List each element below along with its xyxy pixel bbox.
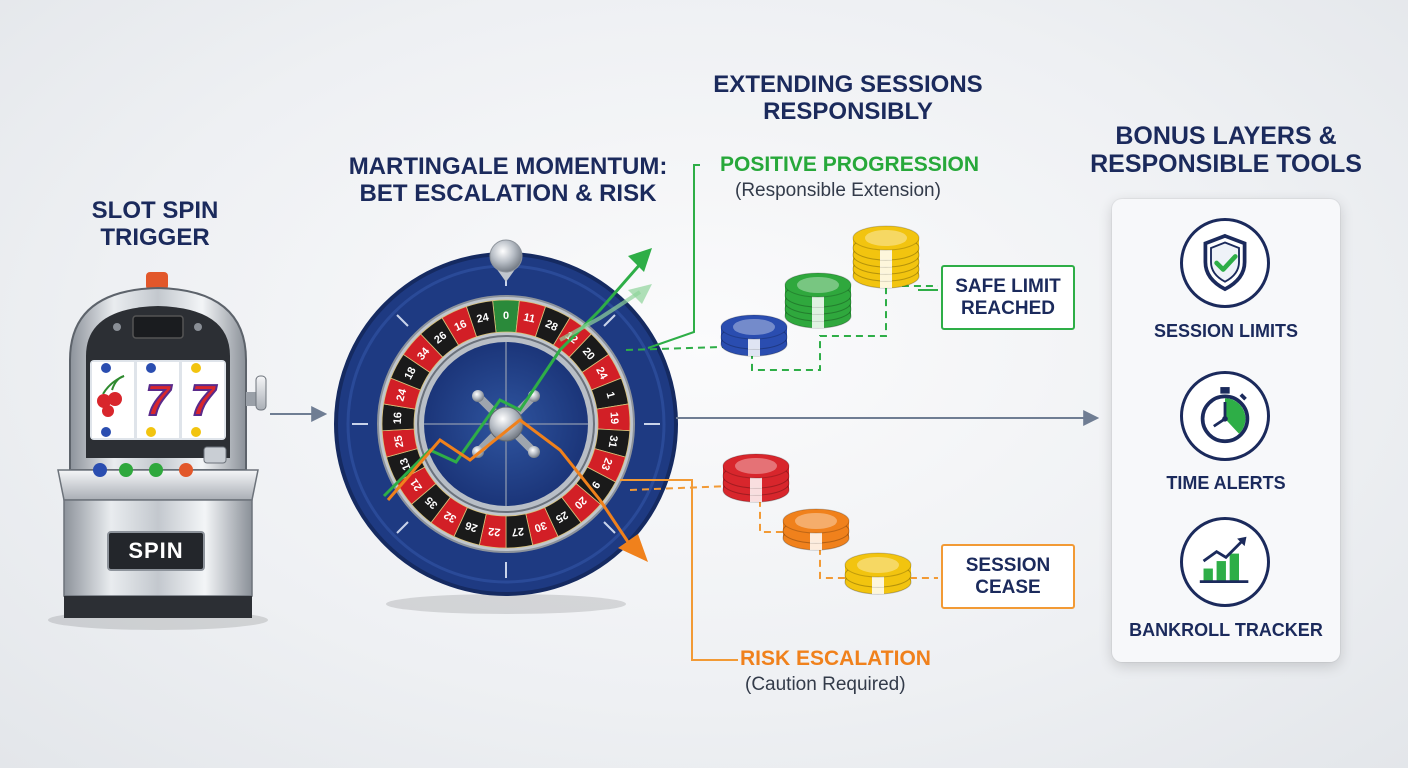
roulette-number: 18 [402, 365, 418, 381]
svg-text:7: 7 [146, 376, 173, 425]
positive-branch-connectors [625, 164, 938, 371]
roulette-pockets [381, 299, 631, 549]
roulette-number: 9 [589, 479, 602, 491]
spin-button-shape[interactable] [107, 531, 205, 571]
roulette-number: 25 [393, 434, 407, 448]
roulette-number: 16 [392, 412, 405, 425]
svg-text:7: 7 [191, 376, 218, 425]
roulette-number: 23 [598, 456, 614, 472]
roulette-number: 25 [553, 508, 570, 525]
bonus-layers-heading: BONUS LAYERS & RESPONSIBLE TOOLS [1090, 122, 1362, 178]
roulette-number: 22 [488, 525, 501, 538]
tool-label-session-limits: SESSION LIMITS [1153, 321, 1299, 341]
bar-chart-up-icon [1180, 517, 1270, 607]
roulette-number: 13 [398, 456, 414, 472]
chip-stacks-positive [720, 225, 920, 357]
tool-label-time-alerts: TIME ALERTS [1166, 473, 1286, 493]
cherry-icon [97, 375, 125, 417]
chip-stacks-risk [722, 453, 912, 595]
seven-icon: 7 [145, 375, 174, 426]
momentum-arrows [382, 248, 652, 562]
martingale-heading: MARTINGALE MOMENTUM: BET ESCALATION & RI… [348, 153, 668, 207]
roulette-number: 31 [606, 434, 620, 448]
chip-stack [782, 508, 850, 551]
chip-stack [784, 272, 852, 329]
shield-check-icon [1180, 218, 1270, 308]
chip-stack [722, 453, 790, 503]
roulette-number: 16 [453, 318, 469, 334]
chip-stack [720, 314, 788, 357]
roulette-number: 27 [511, 525, 524, 538]
slot-spin-heading: SLOT SPIN TRIGGER [91, 197, 219, 251]
positive-progression-subtitle: (Responsible Extension) [735, 180, 941, 201]
risk-escalation-subtitle: (Caution Required) [745, 674, 906, 695]
roulette-number: 30 [533, 519, 548, 534]
roulette-ball [489, 239, 523, 282]
roulette-number: 28 [543, 318, 559, 334]
extending-sessions-heading: EXTENDING SESSIONS RESPONSIBLY [713, 71, 983, 125]
safe-limit-box: SAFE LIMIT REACHED [941, 265, 1075, 330]
tool-label-bankroll-tracker: BANKROLL TRACKER [1129, 620, 1323, 640]
positive-progression-title: POSITIVE PROGRESSION [720, 153, 980, 176]
chip-stack [852, 225, 920, 289]
seven-icon: 7 [190, 375, 219, 426]
roulette-number: 19 [608, 412, 621, 425]
roulette-number: 32 [442, 508, 459, 525]
roulette-pocket [465, 300, 497, 338]
roulette-number: 0 [503, 310, 509, 322]
roulette-number: 11 [522, 311, 536, 325]
roulette-number: 1 [603, 391, 616, 400]
session-cease-box: SESSION CEASE [941, 544, 1075, 609]
slot-machine: 7 7 [48, 272, 268, 630]
roulette-number: 21 [408, 476, 425, 493]
stopwatch-icon [1180, 371, 1270, 461]
responsible-tools-panel: SESSION LIMITS TIME ALERTS BANKROLL TRAC… [1112, 199, 1340, 662]
roulette-number: 24 [395, 387, 410, 403]
spin-button-label[interactable]: SPIN [128, 538, 184, 563]
roulette-number: 26 [432, 330, 449, 347]
roulette-number: 26 [464, 519, 479, 534]
roulette-number: 24 [476, 311, 491, 326]
risk-escalation-title: RISK ESCALATION [740, 647, 931, 670]
chip-stack [844, 552, 912, 595]
